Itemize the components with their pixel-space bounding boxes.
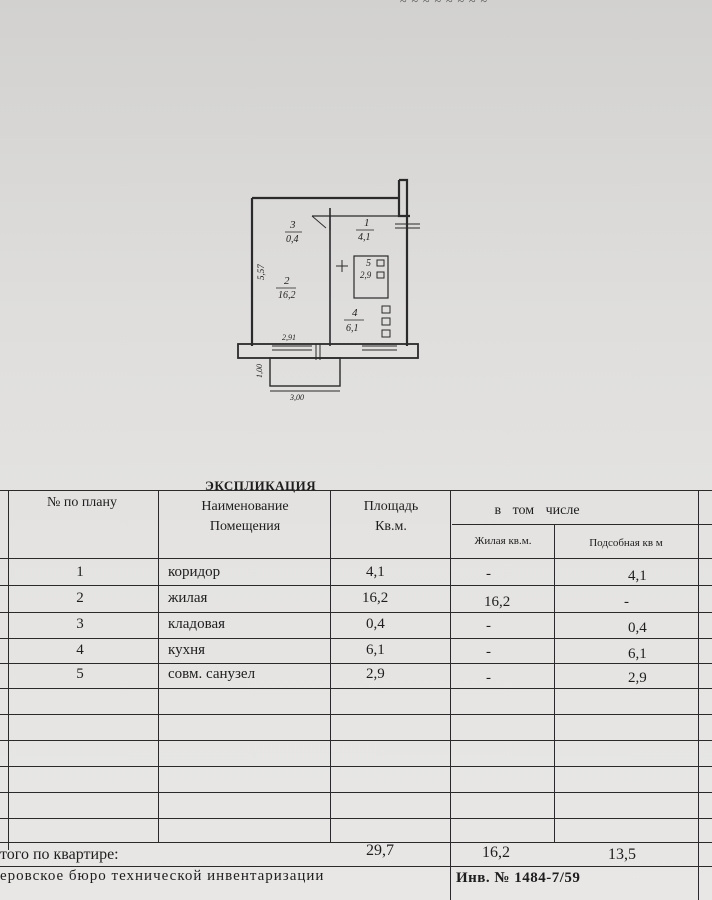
room-3-number: 3 — [289, 219, 296, 231]
dim-left: 5,57 — [256, 264, 266, 280]
row-4-num: 4 — [76, 642, 84, 658]
table-line — [0, 612, 712, 613]
row-2-name: жилая — [168, 590, 208, 606]
table-line — [0, 558, 712, 559]
inventory-number: Инв. № 1484-7/59 — [456, 870, 581, 886]
room-2-area: 16,2 — [278, 290, 296, 301]
bureau-name: еровское бюро технической инвентаризации — [0, 868, 325, 884]
table-line — [0, 792, 712, 793]
row-2-num: 2 — [76, 590, 84, 606]
row-1-living: - — [486, 566, 491, 582]
row-3-aux: 0,4 — [628, 620, 647, 636]
table-line — [0, 740, 712, 741]
room-4-number: 4 — [352, 307, 358, 319]
row-4-aux: 6,1 — [628, 646, 647, 662]
row-3-name: кладовая — [168, 616, 226, 632]
table-line — [0, 585, 712, 586]
table-line — [8, 490, 9, 850]
table-line — [330, 490, 331, 842]
explication-title: ЭКСПЛИКАЦИЯ — [205, 478, 317, 493]
room-5-number: 5 — [366, 258, 371, 269]
dim-balcony: 1,00 — [255, 364, 264, 378]
row-4-living: - — [486, 644, 491, 660]
room-3-area: 0,4 — [286, 234, 299, 245]
header-num: № по плану — [46, 495, 118, 510]
explication-table: № по плану Наименование Помещения Площад… — [0, 490, 712, 900]
table-line — [0, 688, 712, 689]
row-5-num: 5 — [76, 666, 84, 682]
room-4-area: 6,1 — [346, 323, 359, 334]
table-line — [0, 766, 712, 767]
row-4-area: 6,1 — [366, 642, 385, 658]
total-aux: 13,5 — [608, 846, 636, 863]
table-line — [554, 524, 555, 842]
row-3-num: 3 — [76, 616, 84, 632]
header-name-2: Помещения — [209, 519, 281, 534]
header-area-1: Площадь — [363, 499, 419, 514]
row-1-name: коридор — [168, 564, 221, 580]
table-line — [698, 490, 699, 900]
header-aux: Подсобная кв м — [589, 537, 663, 549]
row-2-living: 16,2 — [484, 594, 511, 610]
table-line — [0, 842, 712, 843]
row-5-area: 2,9 — [366, 666, 385, 682]
row-2-area: 16,2 — [362, 590, 389, 606]
row-1-num: 1 — [76, 564, 84, 580]
table-line — [0, 866, 712, 867]
row-3-living: - — [486, 618, 491, 634]
header-including: в том числе — [494, 503, 580, 518]
room-2-number: 2 — [284, 275, 290, 287]
row-5-aux: 2,9 — [628, 670, 647, 686]
table-line — [450, 490, 451, 900]
table-line — [0, 818, 712, 819]
table-line — [0, 638, 712, 639]
header-name-1: Наименование — [201, 499, 289, 514]
table-line — [0, 663, 712, 664]
total-living: 16,2 — [482, 844, 510, 861]
cropped-header-mark: ~ ~ ~ ~ ~ ~ ~ ~ — [400, 0, 488, 8]
row-1-aux: 4,1 — [628, 568, 647, 584]
room-5-area: 2,9 — [360, 270, 372, 280]
room-1-area: 4,1 — [358, 232, 371, 243]
header-area-2: Кв.м. — [375, 519, 407, 534]
table-line — [0, 714, 712, 715]
dim-inner: 2,91 — [282, 333, 296, 342]
table-line — [0, 490, 712, 491]
room-1-number: 1 — [364, 217, 370, 229]
table-line — [452, 524, 712, 525]
row-5-name: совм. санузел — [168, 666, 256, 682]
table-line — [158, 490, 159, 842]
header-living: Жилая кв.м. — [474, 535, 532, 547]
dim-bottom: 3,00 — [289, 393, 304, 402]
floor-plan-drawing: 3 0,4 1 4,1 2 16,2 5 2,9 4 6,1 5,57 2,91… — [237, 178, 420, 402]
row-3-area: 0,4 — [366, 616, 385, 632]
floor-plan: 3 0,4 1 4,1 2 16,2 5 2,9 4 6,1 5,57 2,91… — [232, 176, 432, 406]
row-4-name: кухня — [168, 642, 206, 658]
row-5-living: - — [486, 670, 491, 686]
row-1-area: 4,1 — [366, 564, 385, 580]
row-2-aux: - — [624, 594, 629, 610]
total-area: 29,7 — [366, 842, 394, 859]
total-label: того по квартире: — [0, 846, 119, 863]
